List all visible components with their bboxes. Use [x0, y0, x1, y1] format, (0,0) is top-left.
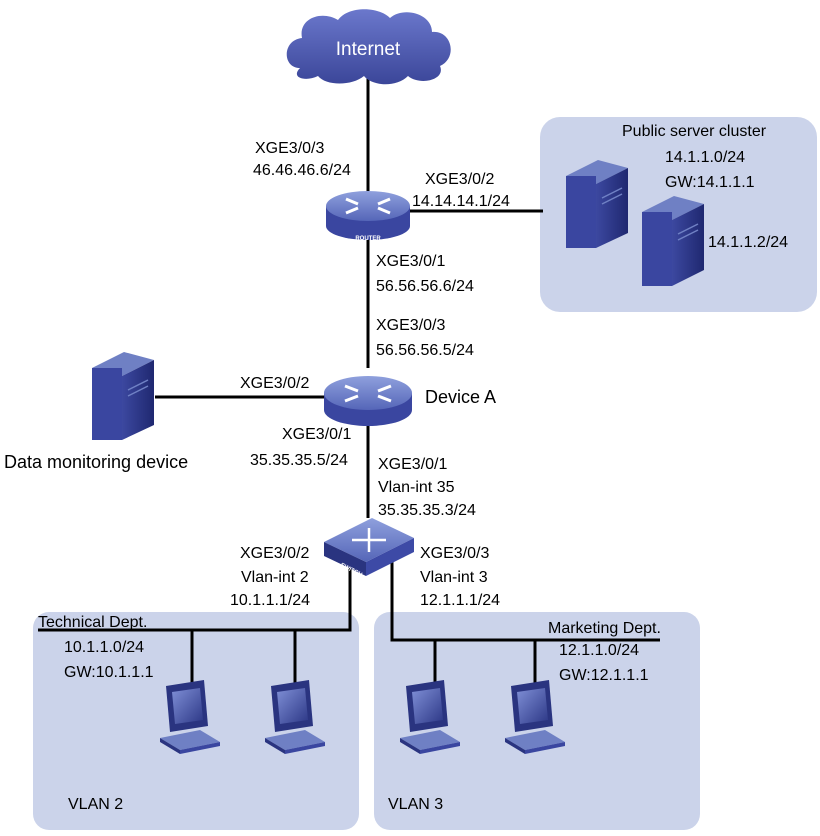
router-badge: ROUTER: [355, 236, 381, 242]
switch-left-vlan: Vlan-int 2: [241, 569, 309, 586]
server-cluster-gateway: GW:14.1.1.1: [665, 174, 755, 191]
switch-up-ip: 35.35.35.3/24: [378, 502, 476, 519]
devicea-left-port: XGE3/0/2: [240, 375, 309, 392]
marketing-subnet: 12.1.1.0/24: [559, 642, 639, 659]
switch-arrows-icon: [352, 528, 386, 552]
switch-right-vlan: Vlan-int 3: [420, 569, 488, 586]
router-right-ip: 14.14.14.1/24: [412, 193, 510, 210]
switch-right-port: XGE3/0/3: [420, 545, 489, 562]
router-arrows-icon: [345, 197, 391, 215]
links: [38, 75, 660, 642]
router-down-ip: 56.56.56.6/24: [376, 278, 474, 295]
marketing-vlan: VLAN 3: [388, 796, 443, 813]
switch-left-ip: 10.1.1.1/24: [230, 592, 310, 609]
technical-title: Technical Dept.: [38, 614, 147, 631]
devicea-down-port: XGE3/0/1: [282, 426, 351, 443]
technical-vlan: VLAN 2: [68, 796, 123, 813]
internet-label: Internet: [336, 39, 401, 60]
device-a[interactable]: [324, 376, 412, 426]
public-server-2[interactable]: [642, 196, 704, 286]
pc-marketing-2[interactable]: [505, 680, 565, 754]
monitor-label: Data monitoring device: [4, 452, 188, 472]
technical-subnet: 10.1.1.0/24: [64, 639, 144, 656]
switch[interactable]: SWITCH: [324, 518, 414, 579]
marketing-gateway: GW:12.1.1.1: [559, 667, 649, 684]
router-down-port: XGE3/0/1: [376, 253, 445, 270]
server-cluster-title: Public server cluster: [622, 123, 767, 140]
router-right-port: XGE3/0/2: [425, 171, 494, 188]
server-ip: 14.1.1.2/24: [708, 234, 788, 251]
data-monitoring-server[interactable]: [92, 352, 154, 440]
switch-up-vlan: Vlan-int 35: [378, 479, 455, 496]
pc-technical-1[interactable]: [160, 680, 220, 754]
router-up-ip: 46.46.46.6/24: [253, 162, 351, 179]
device-a-arrows-icon: [344, 384, 392, 403]
marketing-title: Marketing Dept.: [548, 620, 661, 637]
server-cluster-subnet: 14.1.1.0/24: [665, 149, 745, 166]
switch-left-port: XGE3/0/2: [240, 545, 309, 562]
router[interactable]: ROUTER: [326, 191, 410, 242]
technical-gateway: GW:10.1.1.1: [64, 664, 154, 681]
devicea-up-ip: 56.56.56.5/24: [376, 342, 474, 359]
link-switch-marketing: [390, 560, 660, 642]
pc-marketing-1[interactable]: [400, 680, 460, 754]
devicea-name: Device A: [425, 387, 496, 407]
link-switch-technical: [38, 560, 352, 632]
switch-up-port: XGE3/0/1: [378, 456, 447, 473]
internet-cloud: Internet: [286, 9, 451, 85]
router-up-port: XGE3/0/3: [255, 140, 324, 157]
pc-technical-2[interactable]: [265, 680, 325, 754]
devicea-down-ip: 35.35.35.5/24: [250, 452, 348, 469]
switch-right-ip: 12.1.1.1/24: [420, 592, 500, 609]
public-server-1[interactable]: [566, 160, 628, 248]
devicea-up-port: XGE3/0/3: [376, 317, 445, 334]
